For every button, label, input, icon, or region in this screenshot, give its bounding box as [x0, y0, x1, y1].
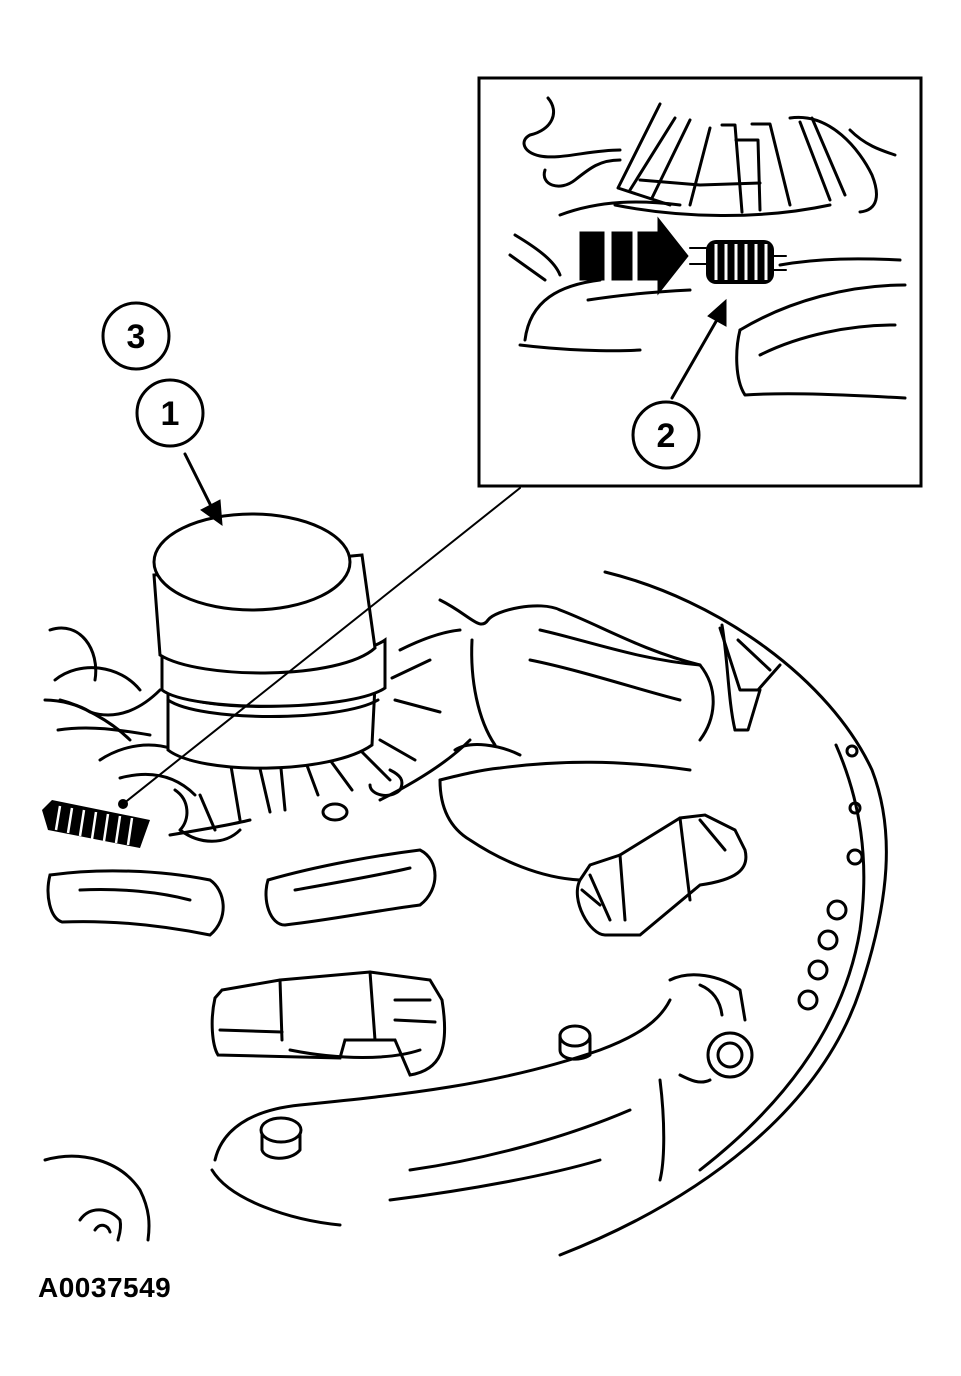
- spring-icon: [706, 240, 787, 284]
- figure-id: A0037549: [38, 1272, 172, 1303]
- callout-3-label: 3: [127, 318, 146, 356]
- callout-1: 1: [135, 378, 205, 448]
- pressure-plate: [43, 570, 888, 1257]
- detail-inset: [477, 76, 923, 488]
- detail-leader-line: [122, 487, 521, 805]
- alignment-tool: [152, 512, 387, 770]
- callout-2: 2: [631, 400, 701, 470]
- spring-icon: [42, 799, 150, 848]
- callout-2-label: 2: [657, 417, 676, 455]
- callout-1-label: 1: [161, 395, 180, 433]
- callout-3: 3: [101, 301, 171, 371]
